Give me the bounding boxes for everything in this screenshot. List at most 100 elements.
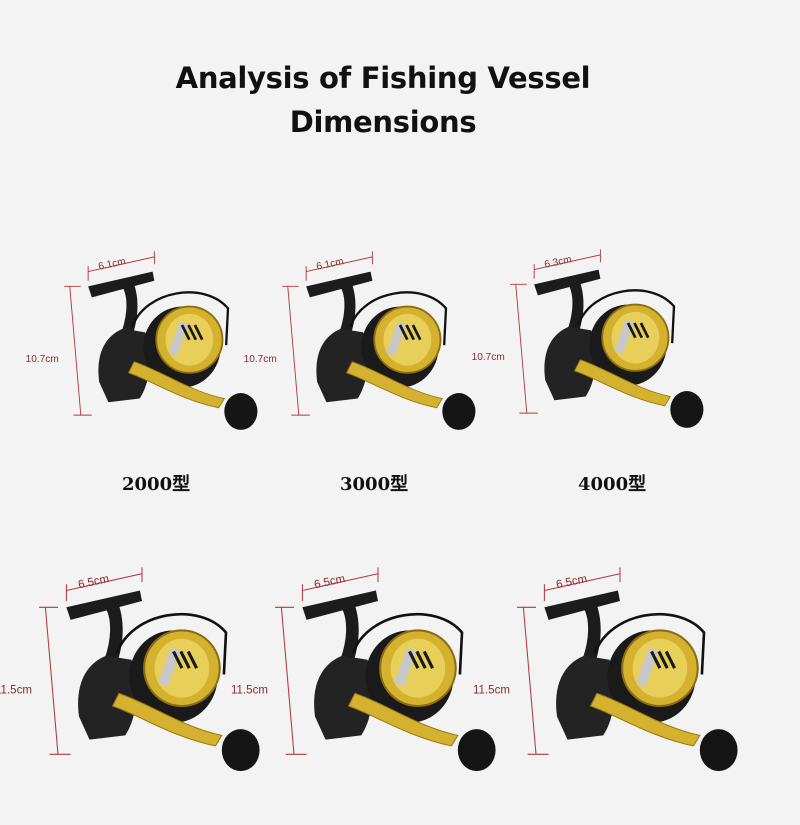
height-dimension-label: 11.5cm — [231, 684, 268, 696]
width-dimension-label: 6.5cm — [555, 573, 588, 591]
reel-bail — [351, 612, 464, 675]
reel-spool-stripe — [626, 322, 637, 339]
reel-spool-stripe — [405, 324, 416, 341]
reel-spool-stripe — [193, 324, 204, 341]
reel-bail — [131, 291, 230, 346]
height-dimension-line — [280, 607, 295, 755]
reel-knob — [221, 729, 260, 772]
height-dimension-line — [44, 607, 59, 755]
reel-large-2: 6.5cm 11.5cm — [231, 555, 514, 825]
reel-graphic: 6.5cm 11.5cm — [0, 567, 260, 772]
title-line-2: Dimensions — [289, 105, 477, 139]
reel-stem — [340, 605, 359, 664]
reel-spool-stripe — [411, 324, 422, 341]
reel-spool-stripe — [398, 324, 409, 341]
reel-graphic: 6.5cm 11.5cm — [231, 567, 496, 772]
reel-knob — [699, 729, 738, 772]
reel-large-1: 6.5cm 11.5cm — [0, 555, 278, 825]
reel-foot — [302, 590, 378, 620]
reel-stem — [104, 605, 123, 664]
height-dimension-label: 11.5cm — [0, 684, 32, 696]
width-dimension-line — [534, 254, 601, 271]
width-dimension-line — [302, 573, 379, 592]
reel-2000-image: 6.1cm 10.7cm — [26, 251, 258, 430]
reel-body — [544, 326, 596, 401]
reel-large-3: 6.5cm 11.5cm — [473, 555, 756, 825]
reel-spool-stripe — [633, 322, 644, 339]
width-dimension-line — [306, 256, 373, 273]
reel-stem — [582, 605, 601, 664]
reel-crank-arm — [345, 361, 444, 409]
height-dimension-line — [515, 284, 528, 414]
reel-crank-arm — [111, 692, 223, 747]
reel-stem — [567, 282, 584, 334]
reel-spool-stripe — [650, 650, 662, 669]
height-dimension-label: 10.7cm — [26, 354, 59, 365]
reel-knob — [457, 729, 496, 772]
reel-bail — [349, 291, 448, 346]
reel-bail — [593, 612, 706, 675]
reel-spool-stripe — [639, 322, 650, 339]
reel-graphic: 6.1cm 10.7cm — [26, 251, 258, 430]
reel-foot — [306, 271, 373, 298]
title-line-1: Analysis of Fishing Vessel — [175, 61, 591, 95]
reel-spool-stripe — [415, 650, 427, 669]
reel-spool-stripe — [179, 650, 191, 669]
reel-stem — [339, 284, 356, 336]
reel-4000-image: 6.3cm 10.7cm — [472, 249, 704, 428]
reel-large-2-image: 6.5cm 11.5cm — [231, 567, 496, 772]
reel-spool-stripe — [186, 650, 199, 669]
height-dimension-label: 10.7cm — [244, 354, 277, 365]
reel-body — [314, 655, 373, 740]
reel-bail — [577, 289, 676, 344]
reel-foot — [88, 271, 155, 298]
model-label-2000: 2000型 — [122, 474, 191, 495]
model-label-4000: 4000型 — [578, 474, 647, 495]
reel-graphic: 6.5cm 11.5cm — [473, 567, 738, 772]
reel-body — [78, 655, 137, 740]
reel-body — [556, 655, 615, 740]
reel-crank-arm — [573, 359, 672, 407]
reel-spool-stripe — [422, 650, 435, 669]
width-dimension-label: 6.3cm — [544, 254, 573, 270]
reel-knob — [224, 393, 258, 430]
reel-graphic: 6.1cm 10.7cm — [244, 251, 476, 430]
reel-large-3-image: 6.5cm 11.5cm — [473, 567, 738, 772]
reel-knob — [442, 393, 476, 430]
height-dimension-line — [522, 607, 537, 755]
height-dimension-label: 11.5cm — [473, 684, 510, 696]
width-dimension-label: 6.5cm — [77, 573, 110, 591]
reel-foot — [544, 590, 620, 620]
reel-knob — [670, 391, 704, 428]
reel-graphic: 6.3cm 10.7cm — [472, 249, 704, 428]
width-dimension-line — [66, 573, 143, 592]
reel-stem — [121, 284, 138, 336]
reel-spool-stripe — [187, 324, 198, 341]
reel-large-1-image: 6.5cm 11.5cm — [0, 567, 260, 772]
width-dimension-label: 6.1cm — [98, 256, 127, 272]
reel-spool-stripe — [664, 650, 677, 669]
width-dimension-label: 6.1cm — [316, 256, 345, 272]
reel-spool-stripe — [180, 324, 191, 341]
reel-crank-arm — [589, 692, 701, 747]
model-label-3000: 3000型 — [340, 474, 409, 495]
reel-spool-stripe — [657, 650, 669, 669]
height-dimension-line — [287, 286, 300, 416]
page-title: Analysis of Fishing Vessel Dimensions — [0, 56, 766, 144]
reel-2000: 6.1cm 10.7cm — [26, 240, 306, 510]
height-dimension-label: 10.7cm — [472, 352, 505, 363]
reel-foot — [534, 269, 601, 296]
reel-4000: 6.3cm 10.7cm — [472, 238, 752, 508]
reel-spool-stripe — [172, 650, 184, 669]
reel-crank-arm — [127, 361, 226, 409]
width-dimension-line — [88, 256, 155, 273]
reel-spool-stripe — [408, 650, 420, 669]
height-dimension-line — [69, 286, 82, 416]
reel-body — [98, 328, 150, 403]
reel-foot — [66, 590, 142, 620]
width-dimension-label: 6.5cm — [313, 573, 346, 591]
width-dimension-line — [544, 573, 621, 592]
reel-3000: 6.1cm 10.7cm — [244, 240, 524, 510]
reel-3000-image: 6.1cm 10.7cm — [244, 251, 476, 430]
reel-body — [316, 328, 368, 403]
